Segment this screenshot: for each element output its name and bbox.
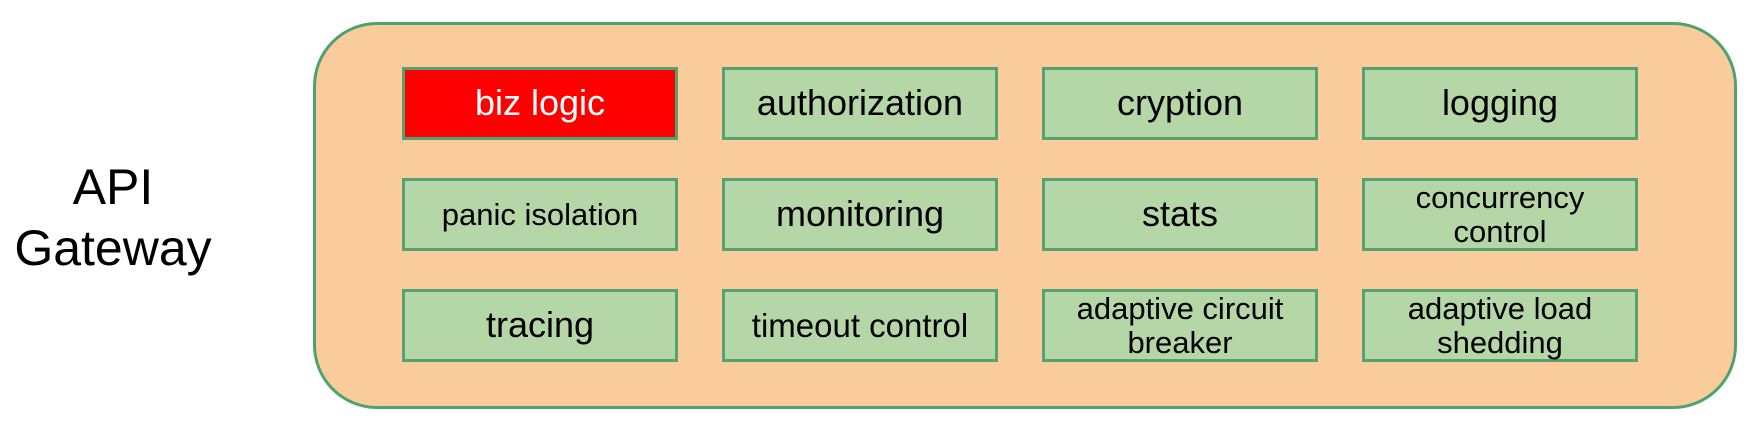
module-box-panic-isolation: panic isolation <box>402 178 678 251</box>
module-box-tracing: tracing <box>402 289 678 362</box>
api-gateway-label: API Gateway <box>14 159 212 276</box>
module-box-adaptive-load-shedding: adaptive load shedding <box>1362 289 1638 362</box>
module-box-cryption: cryption <box>1042 67 1318 140</box>
module-box-monitoring: monitoring <box>722 178 998 251</box>
module-box-stats: stats <box>1042 178 1318 251</box>
module-box-timeout-control: timeout control <box>722 289 998 362</box>
module-box-concurrency-control: concurrency control <box>1362 178 1638 251</box>
module-grid: biz logic authorization cryption logging… <box>316 25 1734 406</box>
api-gateway-container: biz logic authorization cryption logging… <box>313 22 1737 409</box>
module-box-logging: logging <box>1362 67 1638 140</box>
module-box-authorization: authorization <box>722 67 998 140</box>
module-box-adaptive-circuit-breaker: adaptive circuit breaker <box>1042 289 1318 362</box>
module-box-biz-logic: biz logic <box>402 67 678 140</box>
